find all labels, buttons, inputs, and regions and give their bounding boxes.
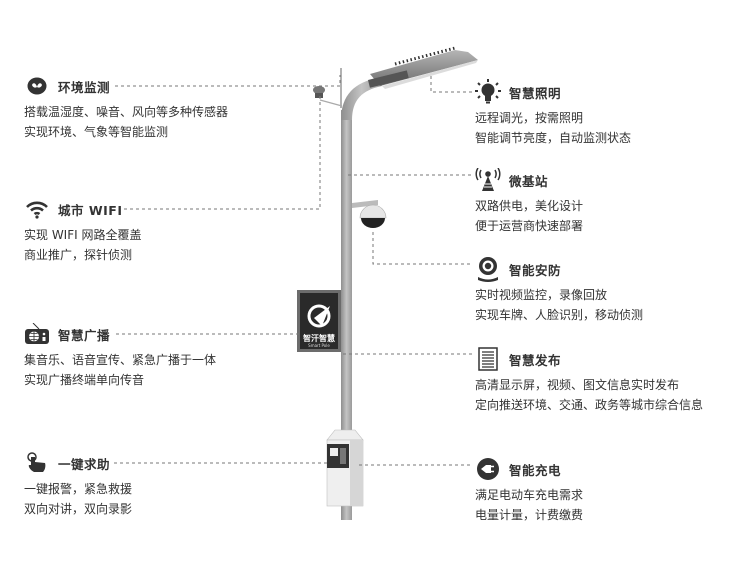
screen-logo-text: 智汗智慧 [303, 333, 335, 343]
feature-environment-monitoring: 环境监测 搭载温湿度、噪音、风向等多种传感器 实现环境、气象等智能监测 [24, 74, 228, 142]
feature-title: 城市 WIFI [58, 202, 123, 218]
plug-icon [475, 457, 501, 481]
document-icon [475, 347, 501, 371]
leaf-icon [24, 74, 50, 98]
pole-shaft [341, 110, 352, 520]
camera-lens [361, 218, 385, 228]
feature-title: 环境监测 [58, 79, 111, 95]
feature-description: 一键报警，紧急救援 [24, 482, 133, 496]
feature-description: 满足电动车充电需求 [475, 488, 584, 502]
connector-wifi [124, 98, 321, 210]
feature-smart-charging: 智能充电 满足电动车充电需求 电量计量，计费缴费 [475, 457, 583, 525]
screen-logo-arrow [314, 306, 330, 326]
feature-one-key-help: 一键求助 一键报警，紧急救援 双向对讲，双向录影 [24, 451, 132, 519]
feature-smart-broadcast: 智慧广播 集音乐、语音宣传、紧急广播于一体 实现广播终端单向传音 [24, 322, 216, 390]
feature-description: 电量计量，计费缴费 [475, 508, 584, 522]
charging-panel-display [330, 448, 338, 456]
screen-logo [307, 304, 331, 328]
feature-description: 实现广播终端单向传音 [24, 373, 145, 387]
feature-micro-base-station: 微基站 双路供电，美化设计 便于运营商快速部署 [475, 168, 583, 236]
feature-title: 微基站 [509, 173, 549, 189]
screen-sub-text: Smart Pole [308, 343, 330, 348]
camera-bracket [352, 200, 378, 208]
feature-description: 定向推送环境、交通、政务等城市综合信息 [475, 398, 704, 412]
env-sensor [313, 86, 325, 94]
charging-cabinet-top [326, 429, 364, 441]
feature-smart-security: 智能安防 实时视频监控，录像回放 实现车牌、人脸识别，移动侦测 [475, 257, 643, 325]
hand-press-icon [24, 451, 50, 475]
pole-arm [341, 78, 382, 120]
signal-tower-icon [475, 168, 501, 192]
wifi-icon [24, 197, 50, 221]
connector-security [372, 232, 472, 265]
camera-dome [359, 204, 387, 219]
feature-title: 智能安防 [509, 262, 562, 278]
feature-description: 实现 WIFI 网路全覆盖 [24, 228, 142, 242]
connector-env [115, 75, 341, 87]
charging-cabinet-side [350, 440, 363, 506]
lightbulb-icon [475, 79, 501, 104]
lamp-connector [368, 70, 409, 88]
feature-description: 高清显示屏，视频、图文信息实时发布 [475, 378, 680, 392]
feature-title: 智慧发布 [509, 352, 562, 368]
webcam-icon [475, 257, 501, 282]
feature-title: 智能充电 [509, 462, 562, 478]
charging-panel-button [340, 448, 346, 464]
feature-title: 智慧照明 [509, 85, 562, 101]
feature-description: 双路供电，美化设计 [475, 199, 584, 213]
feature-description: 实现环境、气象等智能监测 [24, 125, 169, 139]
radio-icon [24, 322, 50, 346]
feature-description: 智能调节亮度，自动监测状态 [475, 131, 632, 145]
feature-description: 商业推广，探针侦测 [24, 248, 133, 262]
feature-description: 实时视频监控，录像回放 [475, 288, 608, 302]
env-sensor-base [315, 93, 323, 98]
feature-smart-lighting: 智慧照明 远程调光，按需照明 智能调节亮度，自动监测状态 [475, 79, 632, 148]
feature-title: 一键求助 [58, 456, 111, 472]
feature-description: 双向对讲，双向录影 [24, 502, 133, 516]
feature-description: 搭载温湿度、噪音、风向等多种传感器 [24, 105, 229, 119]
feature-title: 智慧广播 [58, 327, 111, 343]
sensor-bracket [319, 99, 343, 107]
lamp-lens [382, 60, 478, 89]
connector-lighting [430, 76, 472, 93]
feature-description: 便于运营商快速部署 [475, 219, 584, 233]
feature-description: 实现车牌、人脸识别，移动侦测 [475, 308, 644, 322]
feature-smart-publishing: 智慧发布 高清显示屏，视频、图文信息实时发布 定向推送环境、交通、政务等城市综合… [475, 347, 703, 415]
feature-description: 远程调光，按需照明 [475, 111, 584, 125]
feature-city-wifi: 城市 WIFI 实现 WIFI 网路全覆盖 商业推广，探针侦测 [24, 197, 141, 265]
feature-description: 集音乐、语音宣传、紧急广播于一体 [24, 353, 217, 367]
